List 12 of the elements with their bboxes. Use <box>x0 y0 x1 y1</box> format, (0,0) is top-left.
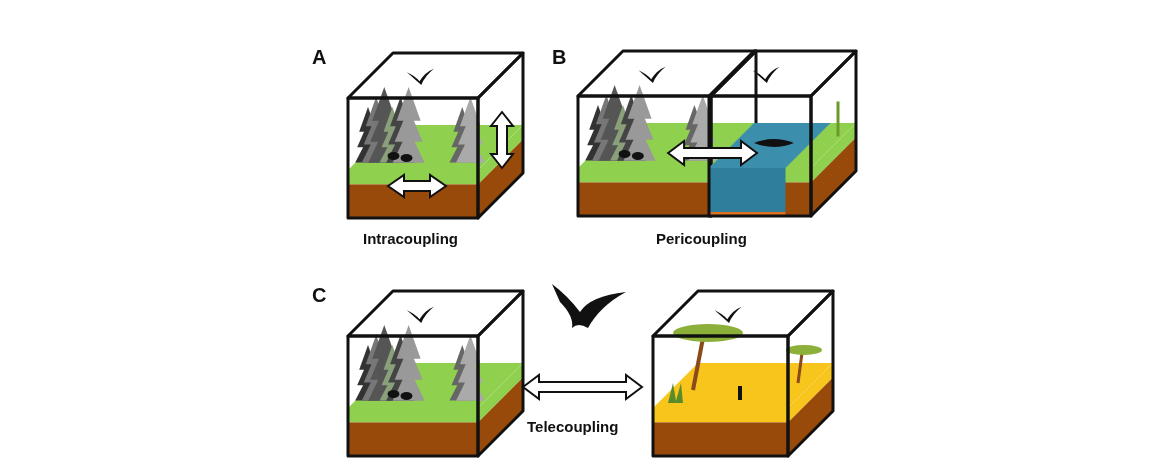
double-arrow <box>666 139 759 167</box>
panel-letter: C <box>312 284 327 307</box>
panel-letter: A <box>312 46 327 69</box>
ecosystem-cube-drawing <box>706 48 859 219</box>
panel-caption: Telecoupling <box>527 418 619 435</box>
ecosystem-cube-drawing <box>345 50 526 221</box>
panel-letter: B <box>552 46 567 69</box>
ecosystem-cube-drawing <box>650 288 836 459</box>
double-arrow <box>521 373 644 401</box>
panel-caption: Pericoupling <box>656 230 747 247</box>
panel-caption: Intracoupling <box>363 230 458 247</box>
ecosystem-cube-drawing <box>345 288 526 459</box>
